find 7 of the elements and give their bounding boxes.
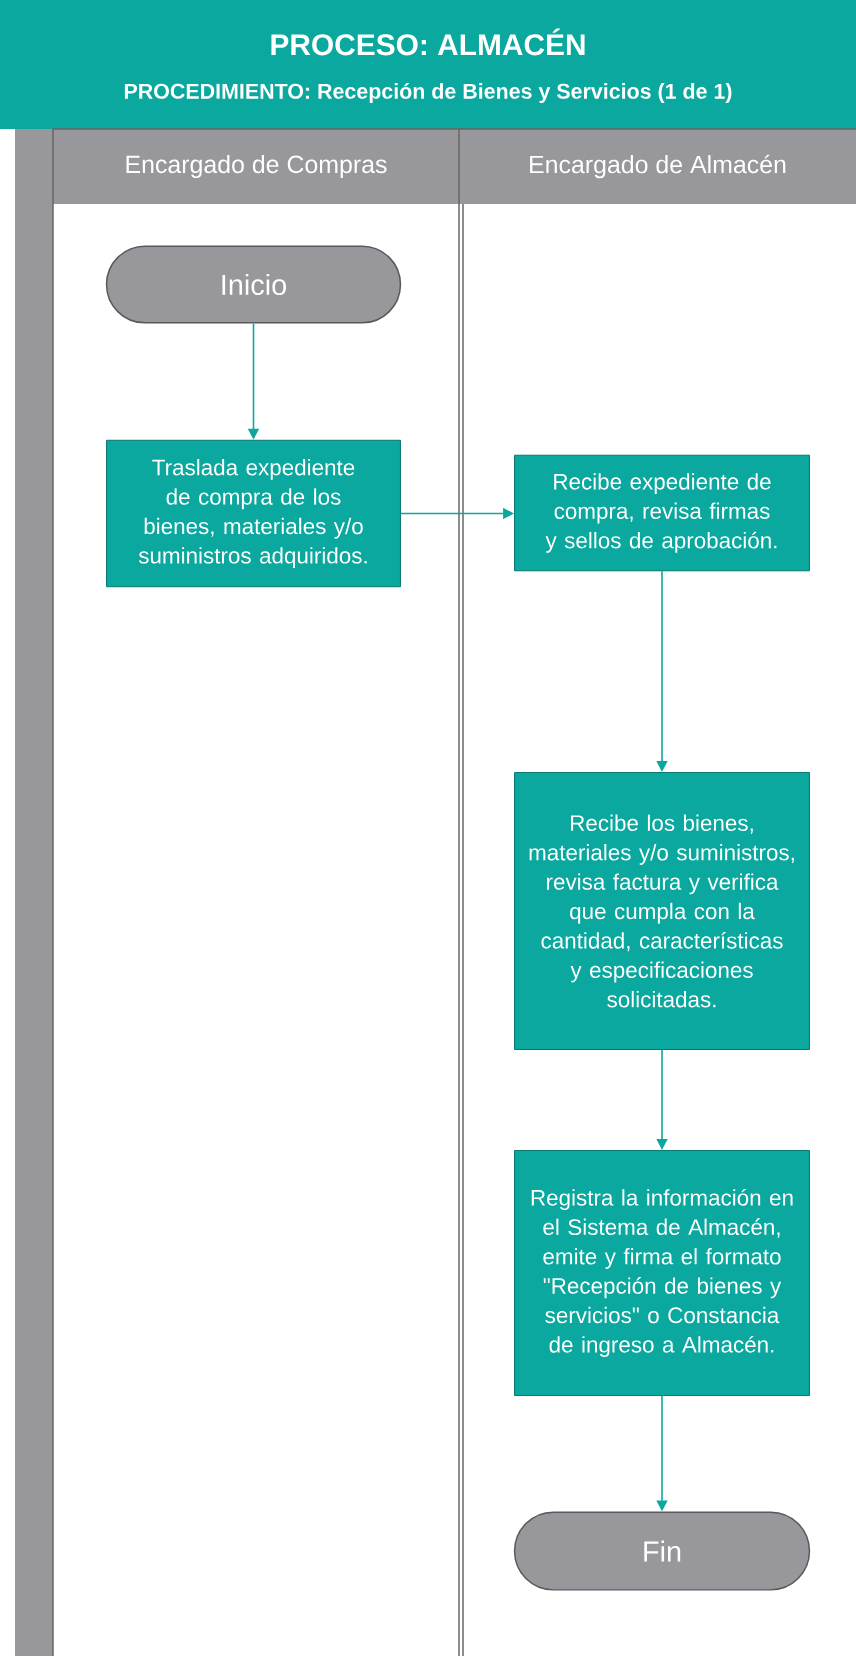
subtitle: PROCEDIMIENTO: Recepción de Bienes y Servicios (1 de 1) xyxy=(124,82,732,104)
process-box: Registra la información en el Sistema de Almacén, emite y firma el formato "Recepción de bienes y servicios" o Constancia de ingreso a Almacén. xyxy=(514,1149,810,1397)
process-box: Traslada expediente de compra de los bienes, materiales y/o suministros adquiridos. xyxy=(106,439,401,588)
process-box: Recibe los bienes, materiales y/o suministros, revisa factura y verifica que cumpla con la cantidad, características y especificaciones solicitadas. xyxy=(514,772,810,1050)
arrow xyxy=(656,570,668,772)
process-box: Recibe expediente de compra, revisa firmas y sellos de aprobación. xyxy=(514,454,810,572)
title: PROCESO: ALMACÉN xyxy=(271,28,585,56)
